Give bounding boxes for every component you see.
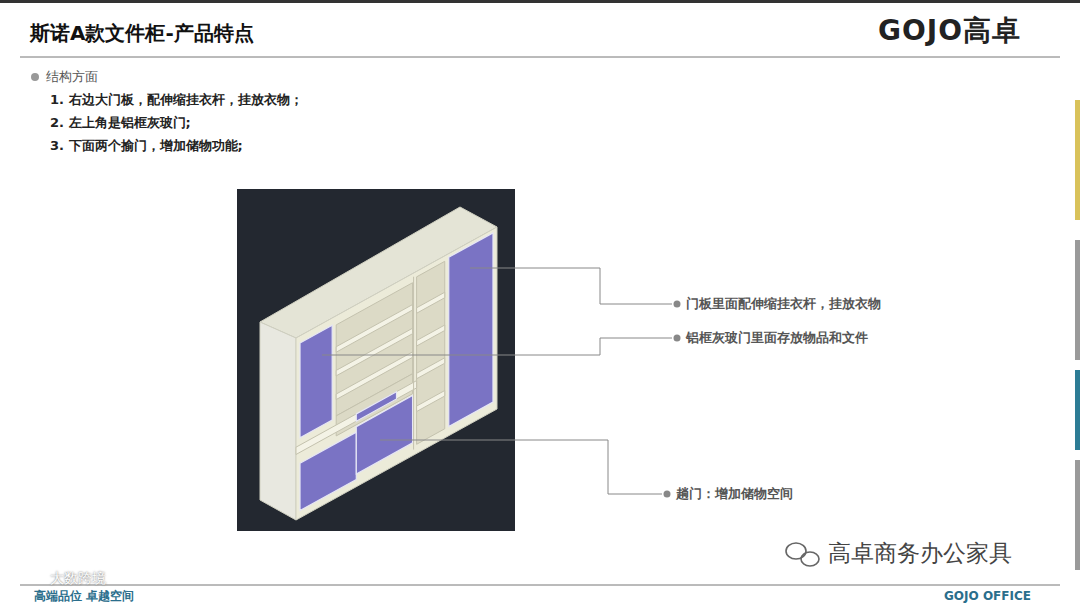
cabinet-drawing [260,207,497,520]
feature-item: 3. 下面两个揄门，增加储物功能; [50,138,243,154]
illustration-ground [237,189,515,531]
footer-rule [20,585,1060,586]
bullet-dot [31,73,39,81]
watermark: 大数跨境 [50,570,106,587]
section-heading: 结构方面 [46,69,98,85]
brand-logo: GOJO高卓 [878,14,1021,48]
wechat-icon [786,543,819,566]
callout-label: 铝框灰玻门里面存放物品和文件 [686,330,868,346]
leader-dots [664,301,681,498]
top-bar [0,0,1080,3]
edge-strip [1075,240,1080,360]
callout-label: 门板里面配伸缩挂衣杆，挂放衣物 [686,296,881,312]
edge-strip [1075,460,1080,570]
feature-item: 2. 左上角是铝框灰玻门; [50,115,191,131]
slide-title: 斯诺A款文件柜-产品特点 [30,21,254,45]
footer-slogan: 高端品位 卓越空间 [34,589,134,603]
callout-label: 趟门：增加储物空间 [676,486,793,502]
footer-brand: GOJO OFFICE [944,589,1031,603]
watermark: 高卓商务办公家具 [828,540,1012,568]
edge-strip [1075,100,1080,220]
header-rule [20,57,1060,58]
edge-strip [1075,370,1080,450]
leader-lines [322,268,672,494]
feature-item: 1. 右边大门板，配伸缩挂衣杆，挂放衣物； [50,92,303,108]
